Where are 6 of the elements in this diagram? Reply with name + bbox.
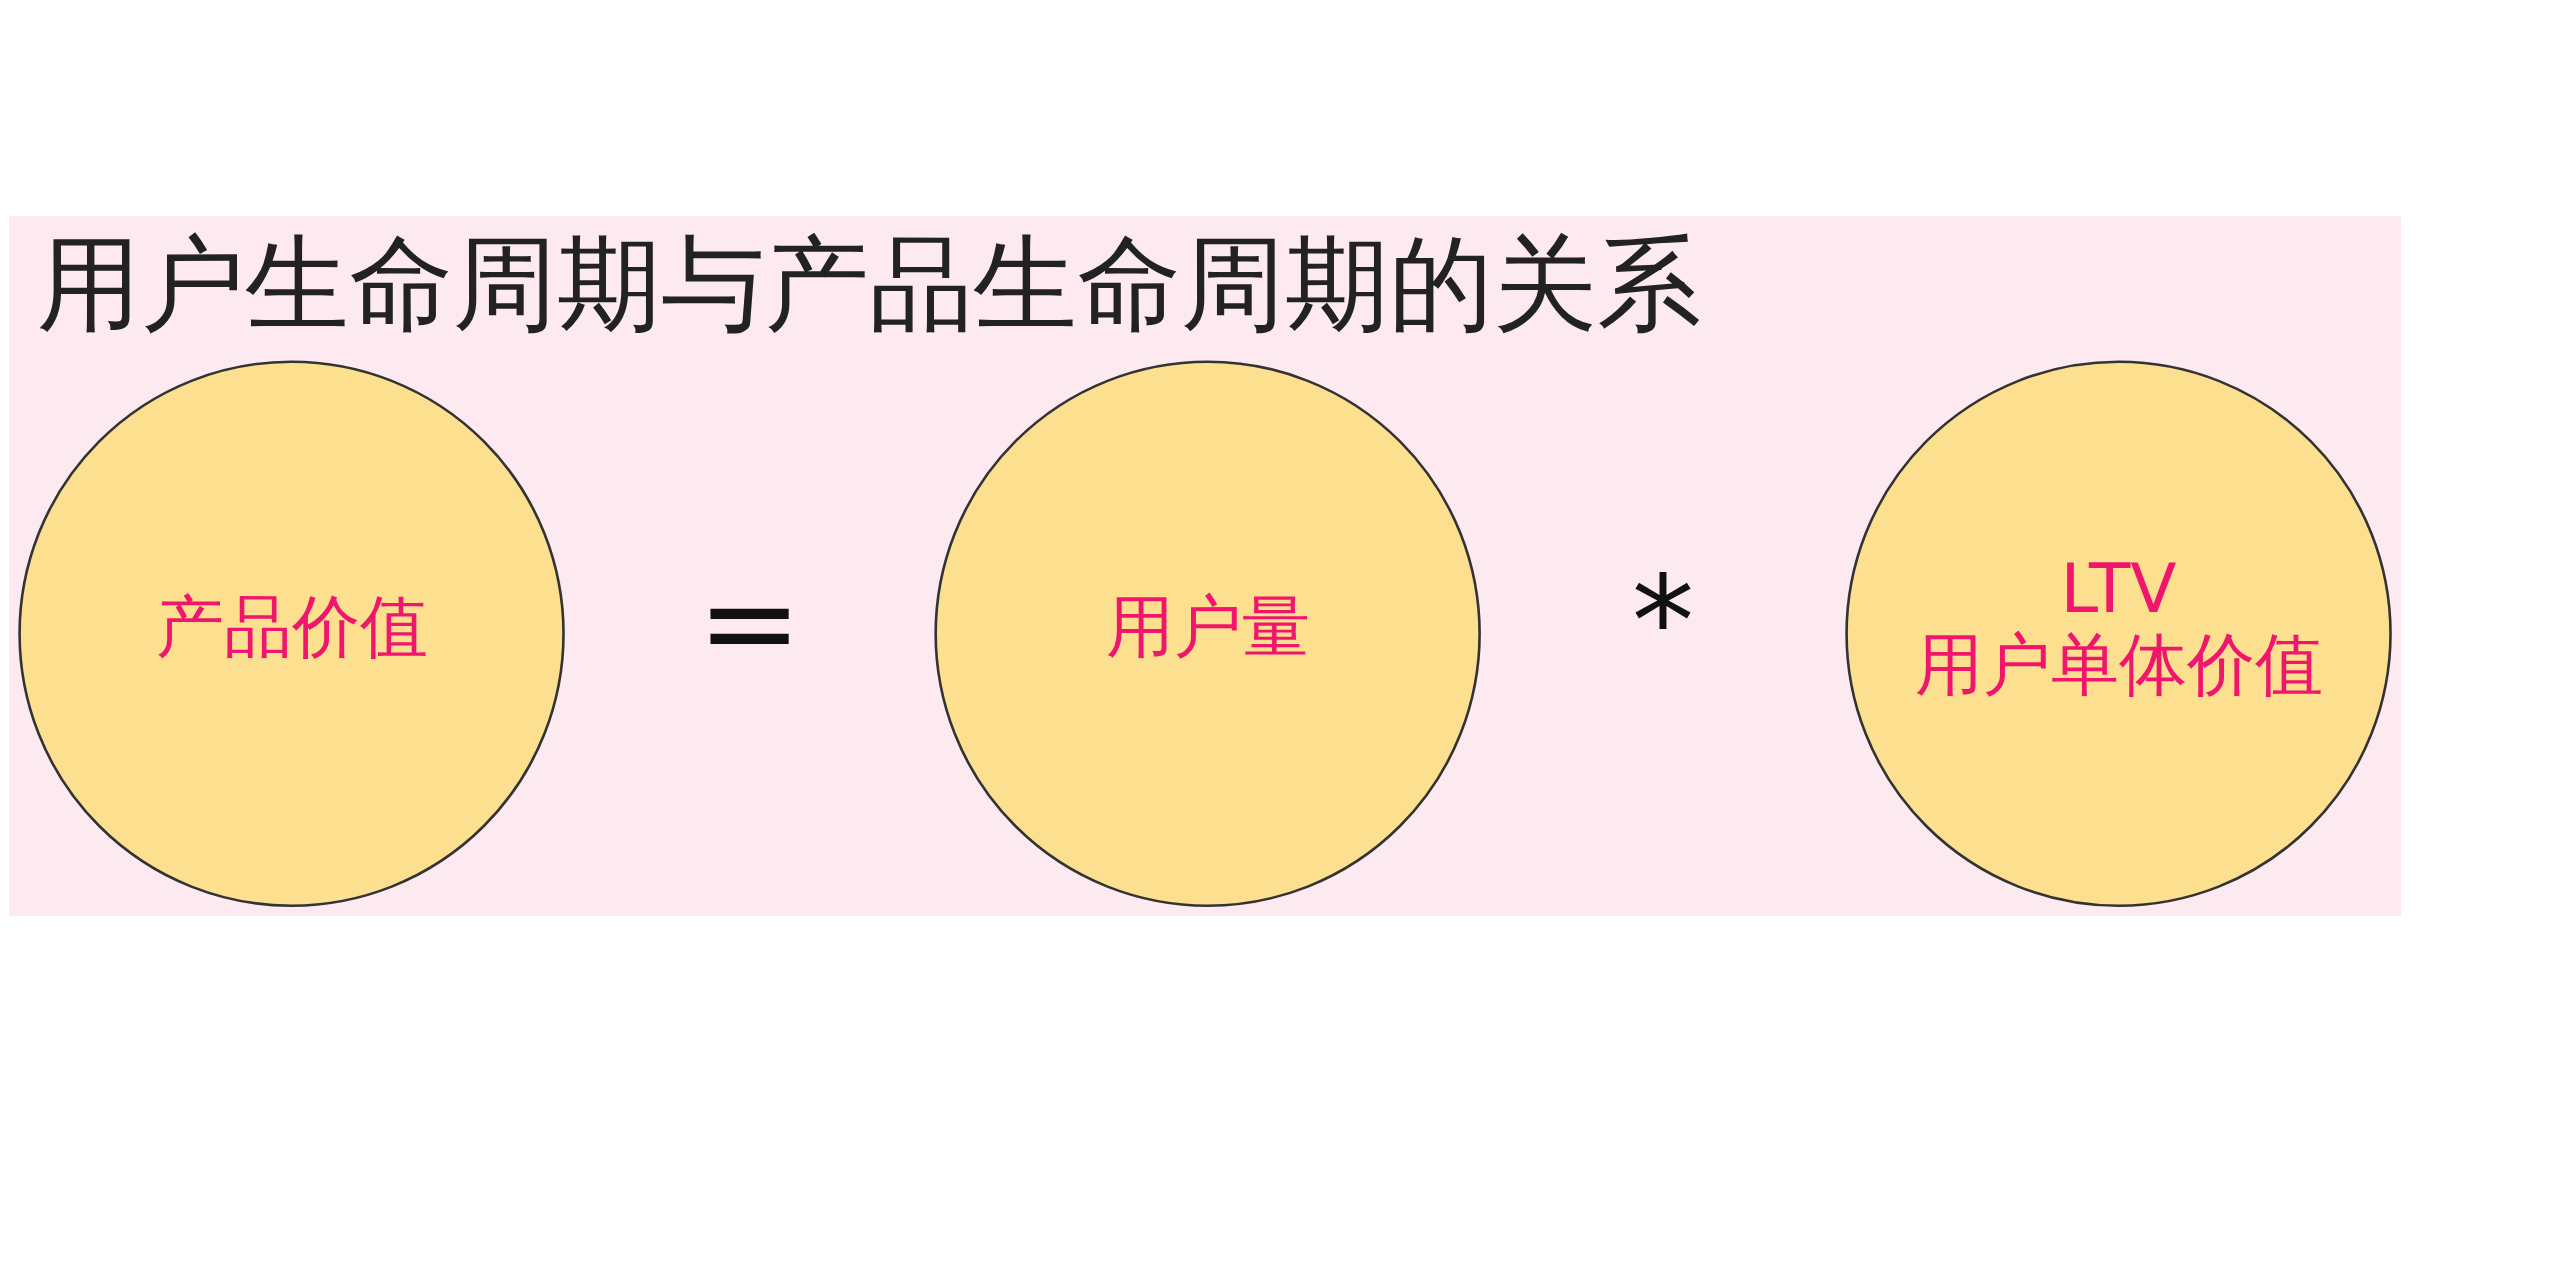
node-circle: 用户量 xyxy=(934,359,1481,907)
node-circle: 产品价值 xyxy=(18,359,565,907)
label: = xyxy=(697,548,802,694)
label: * xyxy=(1631,548,1695,694)
diagram-title: 用户生命周期与产品生命周期的关系 xyxy=(37,222,1702,345)
node-circle: LTV 用户单体价值 xyxy=(1845,359,2392,907)
